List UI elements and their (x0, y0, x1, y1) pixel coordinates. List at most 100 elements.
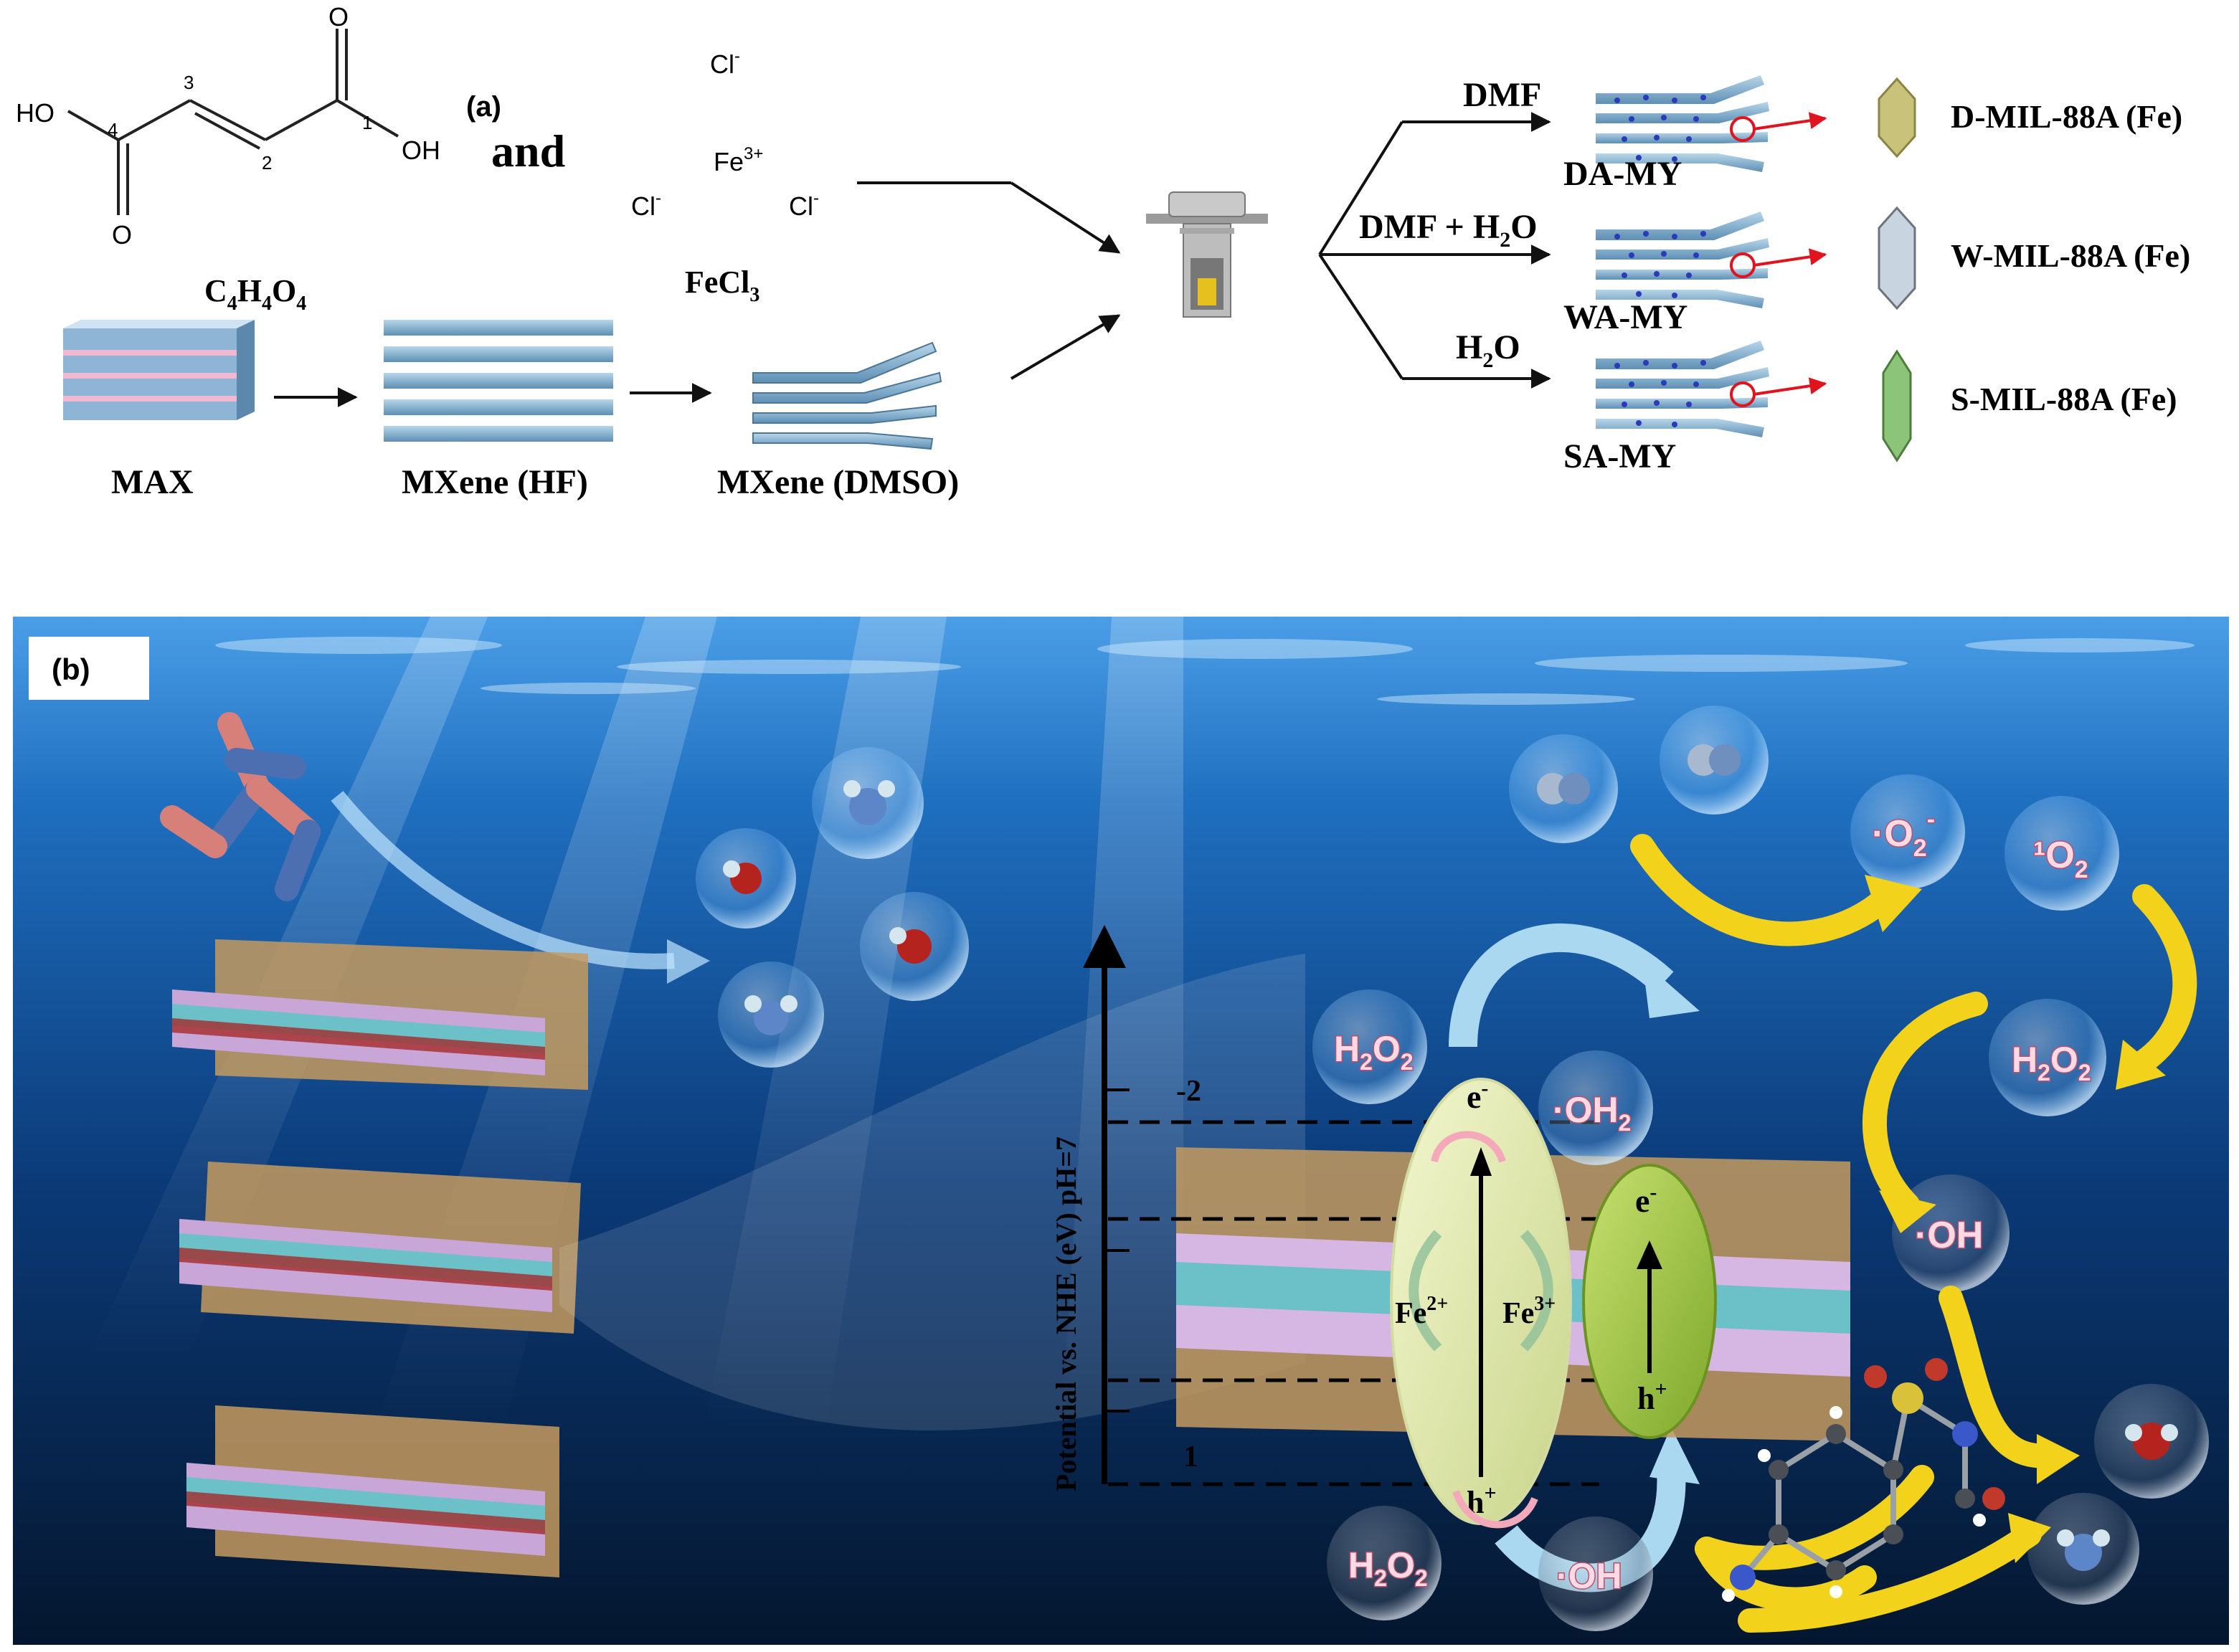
atom-label-o-top: O (328, 2, 349, 32)
carbon-number-1: 1 (362, 112, 372, 133)
bubble-h2o-1 (696, 828, 796, 929)
panel-b-label-box (29, 637, 149, 700)
bubble-nh3-1 (812, 747, 924, 859)
arrow-fecl3-to-reactor (1010, 181, 1121, 254)
atom-label-ho: HO (16, 98, 55, 128)
mxene-dmso-icon (752, 341, 942, 450)
autoclave-reactor-icon (1146, 191, 1268, 318)
crystal-label-w: W-MIL-88A (Fe) (1951, 237, 2190, 274)
hole-mxene: h+ (1637, 1377, 1667, 1416)
bubble-n2-1 (1509, 734, 1618, 843)
max-block-icon (63, 320, 255, 420)
solvent-dmf-label: DMF (1463, 76, 1541, 114)
composite-stack-illustration (172, 939, 588, 1577)
redox-cycle-right (1520, 1230, 1553, 1352)
crystal-w-icon (1878, 206, 1916, 310)
cl-ion-right: Cl- (789, 189, 819, 221)
fumaric-acid-structure (67, 29, 399, 215)
yellow-arrowheads (1865, 875, 2166, 1563)
excitation-arrowhead-mil (1470, 1147, 1492, 1176)
pollutant-flow-arrow (331, 791, 675, 969)
composite-label-da-my: DA-MY (1563, 155, 1682, 193)
tick-label-1: 1 (1183, 1440, 1198, 1473)
electron-transfer-arrow (1449, 923, 1674, 1048)
svg-text:·OH: ·OH (1915, 1215, 1983, 1256)
carbon-number-2: 2 (262, 152, 272, 174)
stack-layer-3 (186, 1405, 559, 1577)
yellow-cascade-arrows (1630, 834, 2197, 1633)
bubble-oh-bottom: ·OH (1538, 1516, 1653, 1631)
electron-mil: e- (1467, 1076, 1488, 1115)
svg-text:·O2-: ·O2- (1872, 806, 1935, 862)
bubble-h2o-2 (860, 892, 969, 1001)
red-arrow-w (1753, 248, 1827, 267)
crystal-s-icon (1882, 349, 1912, 462)
potential-axis-label: Potential vs. NHE (eV) pH=7 (1050, 1136, 1082, 1491)
bubble-nh3-right (2027, 1493, 2139, 1605)
atom-label-o-bottom: O (112, 220, 132, 250)
crystal-label-s: S-MIL-88A (Fe) (1951, 381, 2177, 417)
atom-label-oh: OH (402, 136, 440, 165)
solvent-water-label: H2O (1456, 328, 1520, 372)
arrow-mxene-to-reactor (1010, 314, 1121, 380)
pollutant-flow-arrowhead (667, 939, 710, 984)
bubble-h2o2-right: H2O2 (1989, 999, 2106, 1116)
bubble-n2-2 (1660, 706, 1769, 815)
water-surface (215, 637, 2195, 705)
fe2-label: Fe2+ (1395, 1293, 1448, 1330)
mxene-hf-icon (384, 320, 613, 442)
carbon-number-3: 3 (184, 72, 194, 93)
crystal-d-icon (1878, 77, 1916, 158)
bubble-superoxide: ·O2- (1850, 774, 1965, 889)
composite-label-wa-my: WA-MY (1563, 298, 1687, 336)
cl-ion-top: Cl- (710, 47, 740, 79)
solvent-branch-arrows (1318, 112, 1551, 389)
panel-b-label: (b) (52, 652, 90, 686)
bubble-nh3-2 (718, 962, 824, 1068)
hole-transfer-arrowhead (1649, 1427, 1700, 1484)
composite-wa-my-icon (1596, 212, 1769, 308)
tick-label-minus-2: -2 (1176, 1075, 1201, 1108)
svg-text:¹O2: ¹O2 (2033, 835, 2088, 883)
bubble-hydroperoxyl: ·OH2 (1538, 1050, 1653, 1165)
composite-da-my-icon (1596, 75, 1769, 172)
crystal-label-d: D-MIL-88A (Fe) (1951, 98, 2182, 135)
fe3-label: Fe3+ (1502, 1293, 1556, 1330)
carbon-number-4: 4 (108, 119, 118, 141)
stack-layer-1 (172, 939, 588, 1090)
max-label: MAX (111, 463, 194, 501)
svg-text:H2O2: H2O2 (2012, 1040, 2091, 1086)
panel-a: (a) HO OH O O 1 2 3 4 C4H4O4 and Cl- Fe3… (16, 2, 2190, 501)
electron-transfer-arrowhead (1642, 961, 1700, 1018)
pollutant-molecule-icon (160, 712, 321, 901)
mxene-hf-label: MXene (HF) (402, 463, 588, 501)
bubble-singlet-oxygen: ¹O2 (2004, 796, 2119, 911)
composite-label-sa-my: SA-MY (1563, 437, 1676, 475)
and-text: and (491, 125, 565, 176)
zoom-cone (559, 954, 1305, 1430)
svg-text:H2O2: H2O2 (1334, 1029, 1414, 1075)
panel-a-label: (a) (466, 91, 501, 123)
fe-ion: Fe3+ (714, 144, 763, 176)
stack-layer-2 (179, 1162, 581, 1334)
bubble-h2o2-top: H2O2 (1312, 989, 1427, 1104)
solvent-dmf-water-label: DMF + H2O (1359, 208, 1538, 252)
redox-cycle-left (1409, 1230, 1442, 1352)
composite-sa-my-icon (1596, 341, 1769, 437)
red-arrow-d (1753, 112, 1827, 130)
svg-text:·OH2: ·OH2 (1553, 1090, 1631, 1136)
bubble-h2o-right (2094, 1384, 2209, 1499)
svg-text:H2O2: H2O2 (1348, 1545, 1428, 1591)
formula-fecl3: FeCl3 (685, 265, 759, 306)
pink-arrow-bottom (1452, 1490, 1538, 1529)
bubble-h2o2-bottom: H2O2 (1327, 1506, 1442, 1620)
excitation-arrowhead-mxene (1637, 1240, 1662, 1269)
potential-axis-arrowhead (1083, 925, 1126, 968)
hole-mil: h+ (1467, 1481, 1497, 1520)
electron-mxene: e- (1635, 1180, 1657, 1219)
formula-c4h4o4: C4H4O4 (204, 273, 306, 315)
cl-ion-left: Cl- (631, 189, 661, 221)
mxene-dmso-label: MXene (DMSO) (717, 463, 959, 501)
pink-arrow-top (1431, 1131, 1506, 1163)
